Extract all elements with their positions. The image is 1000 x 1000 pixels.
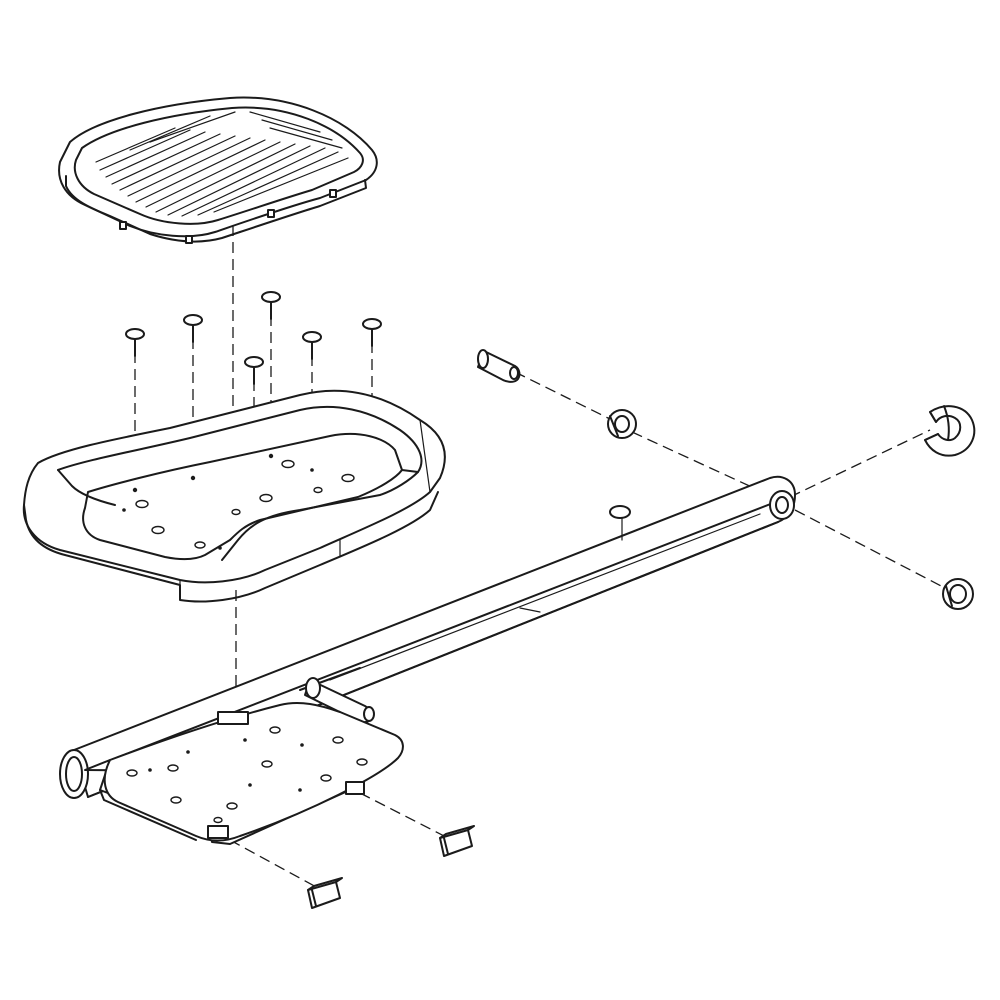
clip-lower	[307, 877, 343, 909]
screw-icon	[183, 314, 203, 425]
cover-feet	[119, 189, 337, 244]
screw-icon	[125, 328, 145, 440]
end-cap	[924, 405, 976, 457]
screw-icon	[362, 318, 382, 420]
tread-ribs	[95, 111, 349, 217]
screw-icon	[244, 356, 264, 475]
clip-upper	[439, 825, 475, 857]
plug	[609, 505, 631, 541]
pedal-cover	[58, 96, 378, 244]
plate-holes	[126, 726, 368, 824]
stub-axle	[304, 677, 375, 724]
body-holes	[122, 453, 355, 550]
pedal-bracket-plate	[84, 702, 404, 845]
bushing-upper	[607, 409, 637, 439]
bushing-lower	[942, 578, 974, 610]
screw-icon	[261, 291, 281, 455]
pedal-body	[22, 389, 446, 603]
pin	[477, 349, 521, 383]
